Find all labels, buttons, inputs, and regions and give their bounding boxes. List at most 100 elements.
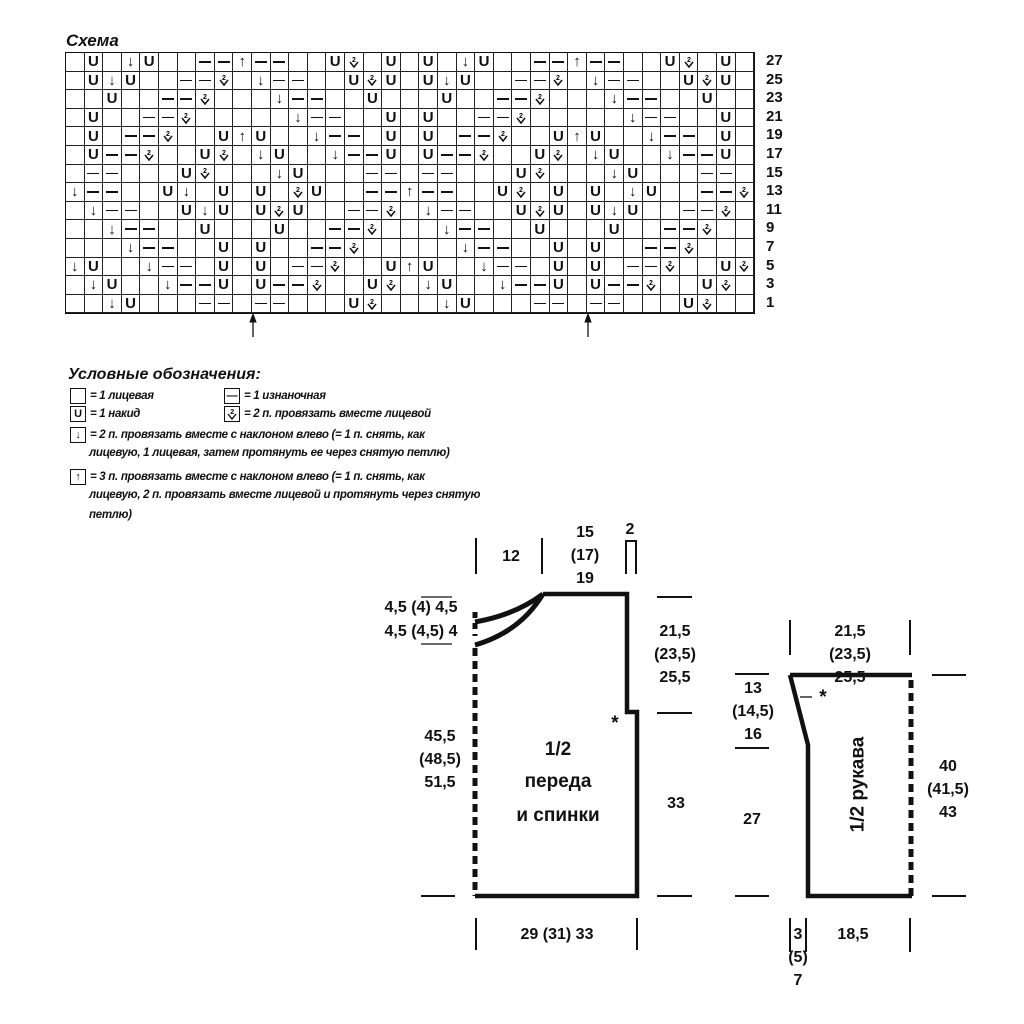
chart-cell-knit	[549, 164, 569, 184]
svg-text:2: 2	[352, 57, 356, 64]
chart-cell-knit	[140, 90, 159, 109]
chart-cell-k2tog: 2	[307, 276, 327, 295]
chart-cell-knit	[475, 183, 494, 202]
chart-cell-purl	[531, 71, 550, 91]
chart-cell-knit	[326, 183, 345, 202]
chart-cell-yarn-over: U	[549, 201, 569, 221]
chart-cell-k2tog: 2	[382, 201, 401, 221]
chart-cell-purl	[326, 220, 345, 239]
chart-cell-yarn-over: U	[549, 127, 569, 146]
chart-cell-knit	[531, 183, 550, 202]
chart-cell-k2tog: 2	[512, 183, 531, 202]
chart-cell-yarn-over: U	[642, 183, 662, 202]
chart-cell-knit	[624, 146, 643, 165]
chart-cell-k2tog: 2	[382, 276, 401, 295]
chart-cell-ssk: ↓	[661, 146, 680, 165]
sleeve-offset-label-3: 7	[793, 972, 803, 989]
chart-cell-sk2p: ↑	[400, 183, 420, 202]
chart-cell-k2tog: 2	[363, 71, 383, 91]
chart-cell-purl	[456, 146, 476, 165]
chart-cell-knit	[493, 201, 513, 221]
chart-cell-purl	[270, 276, 290, 295]
chart-cell-knit	[661, 90, 680, 109]
chart-cell-ssk: ↓	[456, 53, 476, 72]
sleeve-outline	[787, 672, 914, 899]
chart-cell-knit	[679, 164, 699, 184]
chart-cell-yarn-over: U	[177, 201, 197, 221]
chart-cell-knit	[661, 183, 680, 202]
chart-cell-purl	[140, 108, 159, 128]
legend-yo-text: = 1 накид	[90, 408, 141, 421]
chart-cell-purl	[679, 201, 699, 221]
chart-cell-k2tog: 2	[698, 71, 717, 91]
chart-cell-yarn-over: U	[419, 146, 438, 165]
chart-cell-knit	[103, 257, 122, 277]
chart-cell-knit	[493, 164, 513, 184]
chart-cell-yarn-over: U	[270, 220, 290, 239]
svg-text:2: 2	[203, 168, 207, 175]
chart-cell-purl	[512, 90, 531, 109]
chart-cell-ssk: ↓	[66, 183, 85, 202]
chart-cell-purl	[661, 127, 680, 146]
chart-cell-knit	[363, 53, 383, 72]
sleeve-width-label: 18,5	[837, 926, 869, 943]
chart-cell-knit	[196, 108, 215, 128]
chart-cell-ssk: ↓	[196, 201, 215, 221]
chart-cell-knit	[735, 164, 755, 184]
svg-text:2: 2	[705, 299, 709, 306]
svg-text:2: 2	[222, 75, 226, 82]
chart-cell-knit	[568, 294, 587, 314]
repeat-arrow-right-head	[584, 312, 592, 323]
chart-cell-knit	[159, 53, 178, 72]
chart-cell-yarn-over: U	[382, 257, 401, 277]
chart-cell-yarn-over: U	[586, 183, 606, 202]
chart-cell-purl	[196, 276, 215, 295]
chart-cell-yarn-over: U	[456, 294, 476, 314]
chart-cell-yarn-over: U	[586, 239, 606, 258]
chart-cell-purl	[289, 276, 308, 295]
chart-cell-knit	[326, 164, 345, 184]
chart-cell-k2tog: 2	[735, 257, 755, 277]
chart-cell-k2tog: 2	[735, 183, 755, 202]
svg-text:2: 2	[705, 224, 709, 231]
chart-cell-k2tog: 2	[475, 146, 494, 165]
chart-cell-knit	[400, 53, 420, 72]
chart-cell-purl	[84, 164, 104, 184]
chart-cell-knit	[363, 108, 383, 128]
svg-text:2: 2	[352, 243, 356, 250]
chart-cell-purl	[549, 53, 569, 72]
svg-text:2: 2	[333, 261, 337, 268]
chart-cell-knit	[642, 53, 662, 72]
chart-cell-knit	[103, 53, 122, 72]
chart-cell-knit	[345, 108, 364, 128]
chart-cell-yarn-over: U	[345, 294, 364, 314]
chart-cell-purl	[475, 108, 494, 128]
chart-cell-knit	[735, 220, 755, 239]
chart-cell-purl	[438, 201, 457, 221]
chart-cell-yarn-over: U	[177, 164, 197, 184]
svg-text:2: 2	[538, 206, 542, 213]
chart-cell-knit	[252, 90, 271, 109]
chart-cell-purl	[642, 257, 662, 277]
chart-cell-knit	[233, 108, 252, 128]
chart-cell-purl	[717, 183, 736, 202]
legend-purl: —= 1 изнаночная	[224, 388, 326, 404]
chart-cell-k2tog: 2	[679, 53, 699, 72]
chart-cell-knit	[493, 71, 513, 91]
legend-yo: U= 1 накид	[70, 406, 140, 422]
chart-cell-yarn-over: U	[512, 164, 531, 184]
chart-cell-knit	[512, 239, 531, 258]
chart-cell-purl	[679, 127, 699, 146]
chart-cell-ssk: ↓	[252, 146, 271, 165]
chart-cell-knit	[549, 108, 569, 128]
chart-cell-knit	[735, 127, 755, 146]
svg-text:2: 2	[538, 168, 542, 175]
svg-text:2: 2	[203, 94, 207, 101]
chart-cell-yarn-over: U	[717, 257, 736, 277]
chart-cell-purl	[531, 294, 550, 314]
chart-cell-knit	[438, 108, 457, 128]
chart-cell-knit	[717, 90, 736, 109]
chart-cell-knit	[568, 276, 587, 295]
chart-cell-ssk: ↓	[289, 108, 308, 128]
chart-cell-knit	[66, 53, 85, 72]
